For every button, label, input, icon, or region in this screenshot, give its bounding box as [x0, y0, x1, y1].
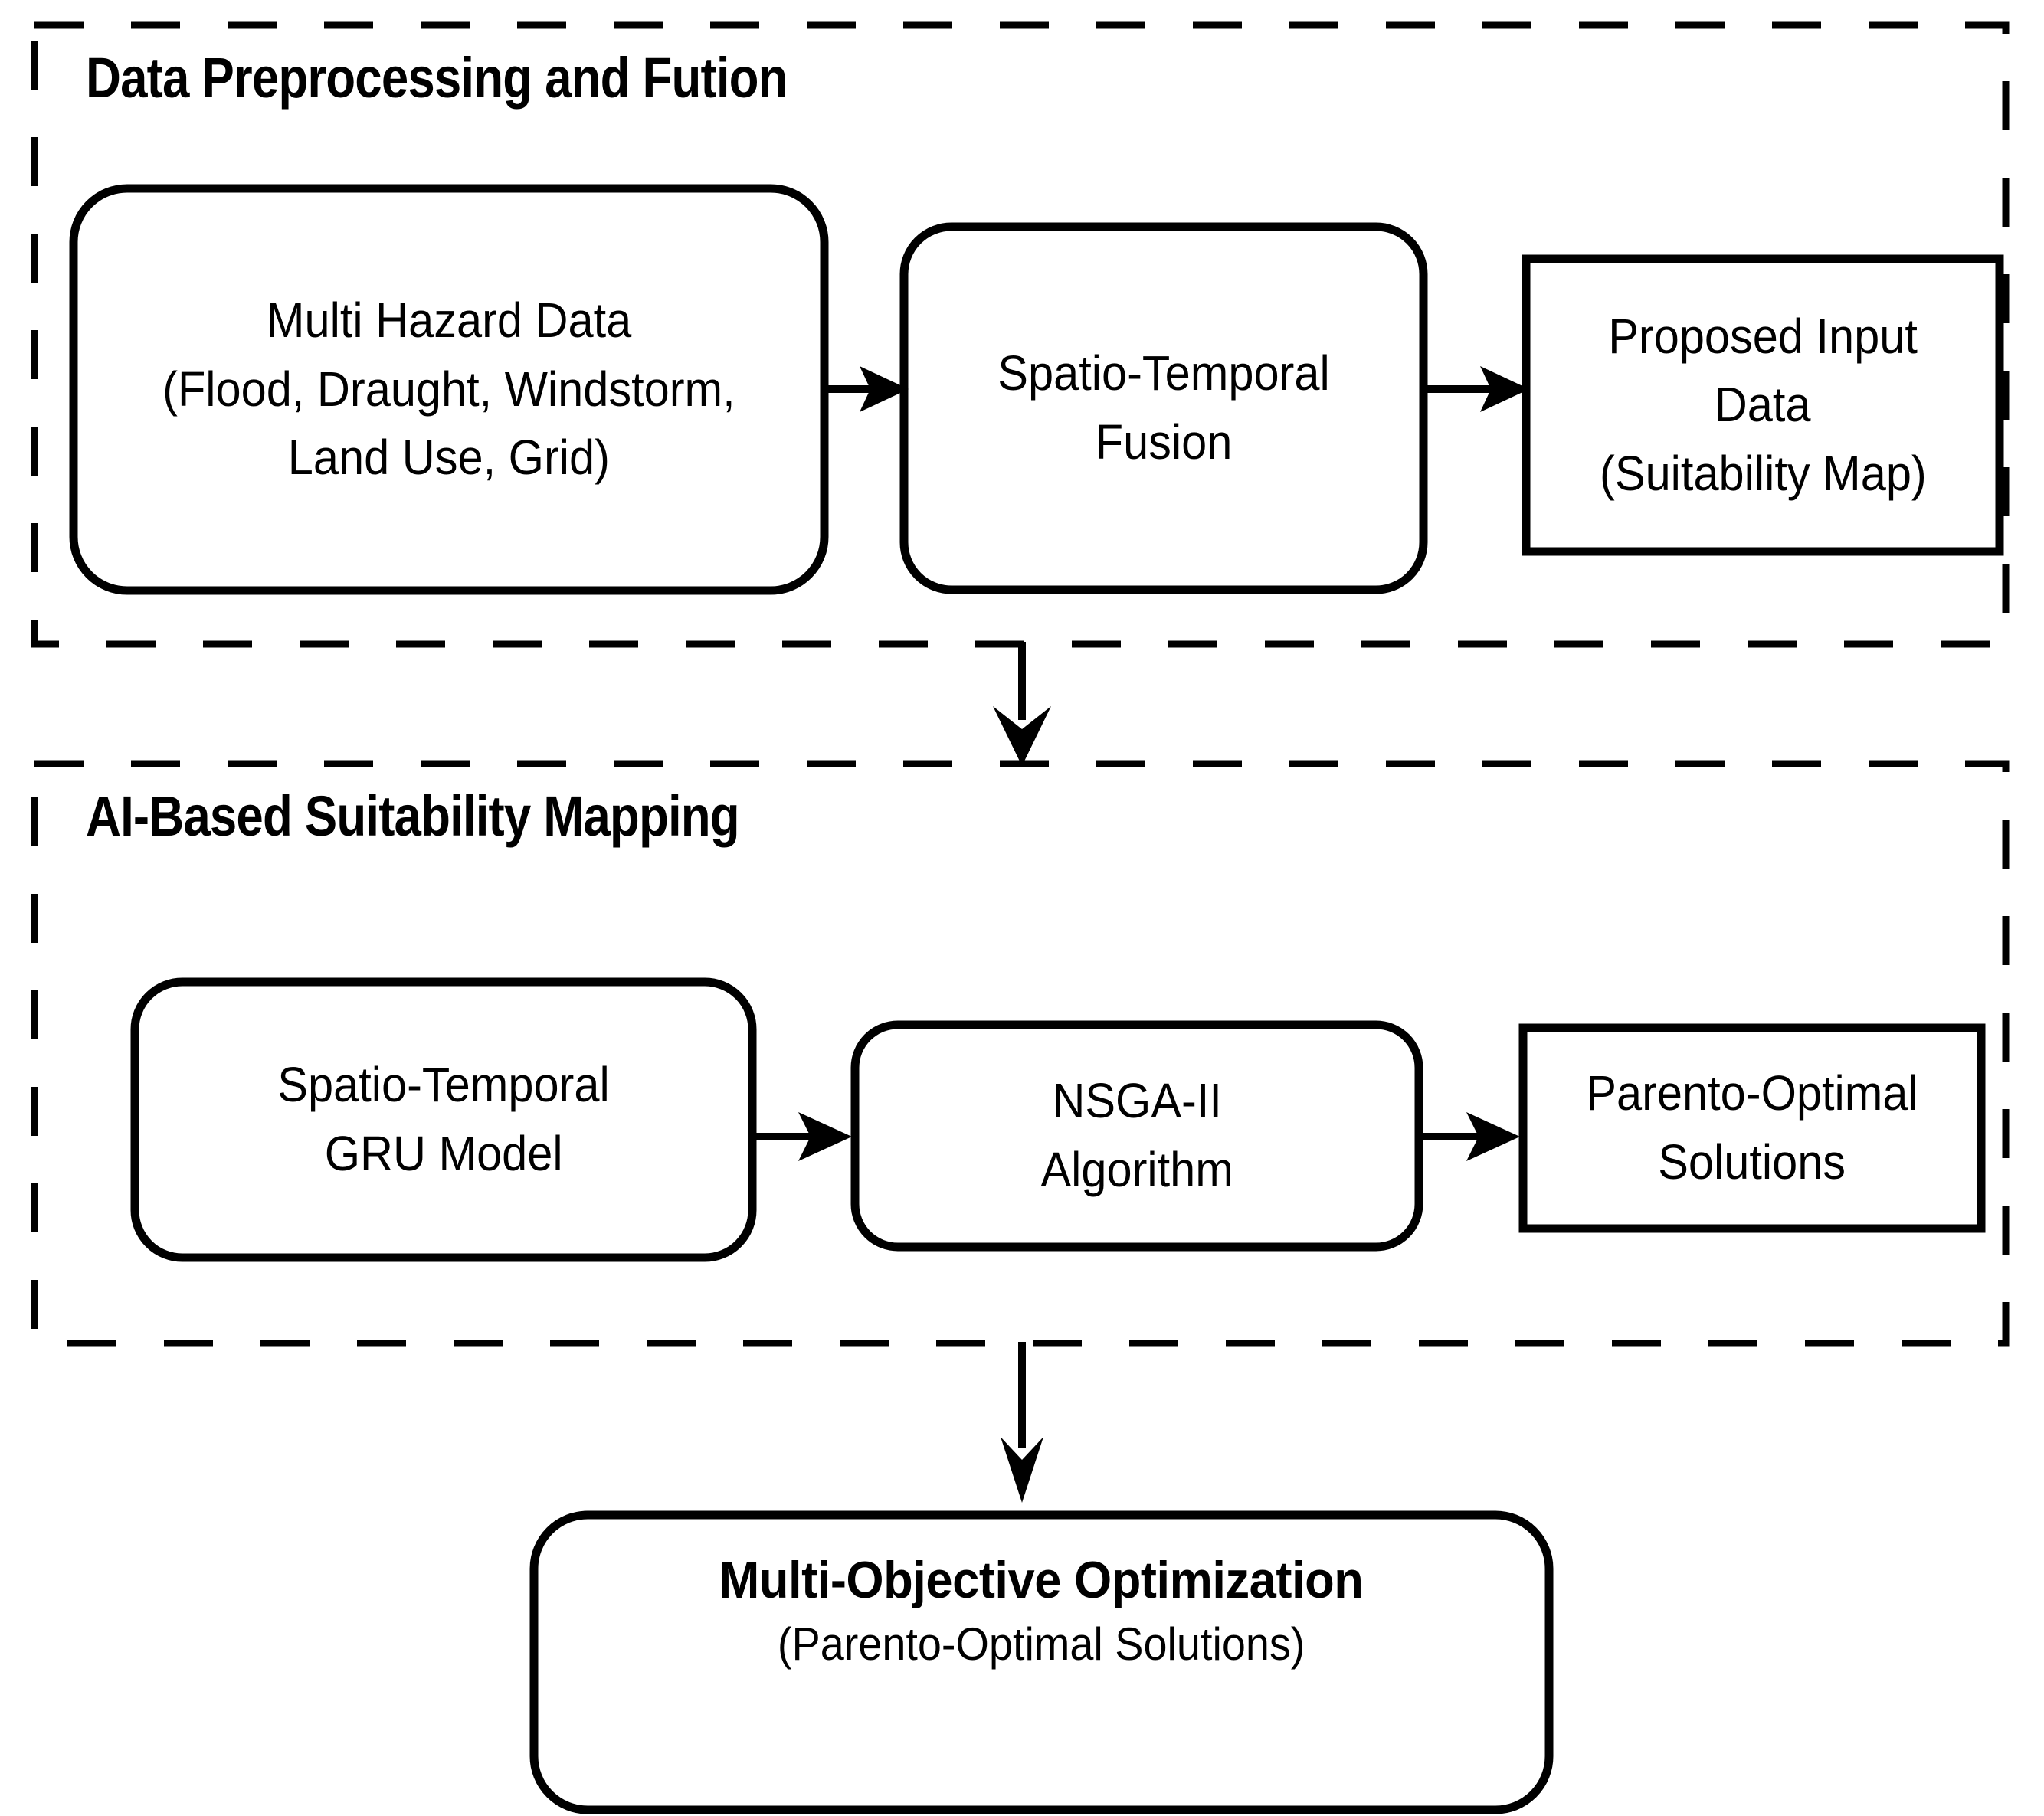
connector-arrowhead-group2-to-optimization	[1001, 1437, 1043, 1503]
connector-arrowhead-fusion-to-input	[1480, 366, 1529, 412]
node-spatio-temporal-gru-model[interactable]	[130, 977, 757, 1262]
node-parento-optimal-solutions[interactable]	[1518, 1023, 1986, 1233]
connector-arrowhead-nsga-to-pareto	[1466, 1112, 1520, 1161]
node-multi-objective-optimization[interactable]	[529, 1510, 1554, 1814]
node-spatio-temporal-fusion[interactable]	[899, 222, 1428, 594]
node-multi-hazard-data[interactable]	[69, 184, 829, 595]
node-proposed-input-data[interactable]	[1522, 254, 2004, 556]
connector-arrowhead-gru-to-nsga	[798, 1112, 852, 1161]
node-nsga-ii-algorithm[interactable]	[850, 1020, 1423, 1252]
group-title-data-preprocessing: Data Preprocessing and Fution	[86, 46, 788, 110]
connector-arrowhead-hazard-to-fusion	[860, 366, 909, 412]
group-title-ai-suitability: AI-Based Suitability Mapping	[86, 784, 740, 848]
connector-arrowhead-group1-to-group2	[993, 706, 1051, 766]
group-frame-ai-suitability	[31, 760, 2010, 1347]
